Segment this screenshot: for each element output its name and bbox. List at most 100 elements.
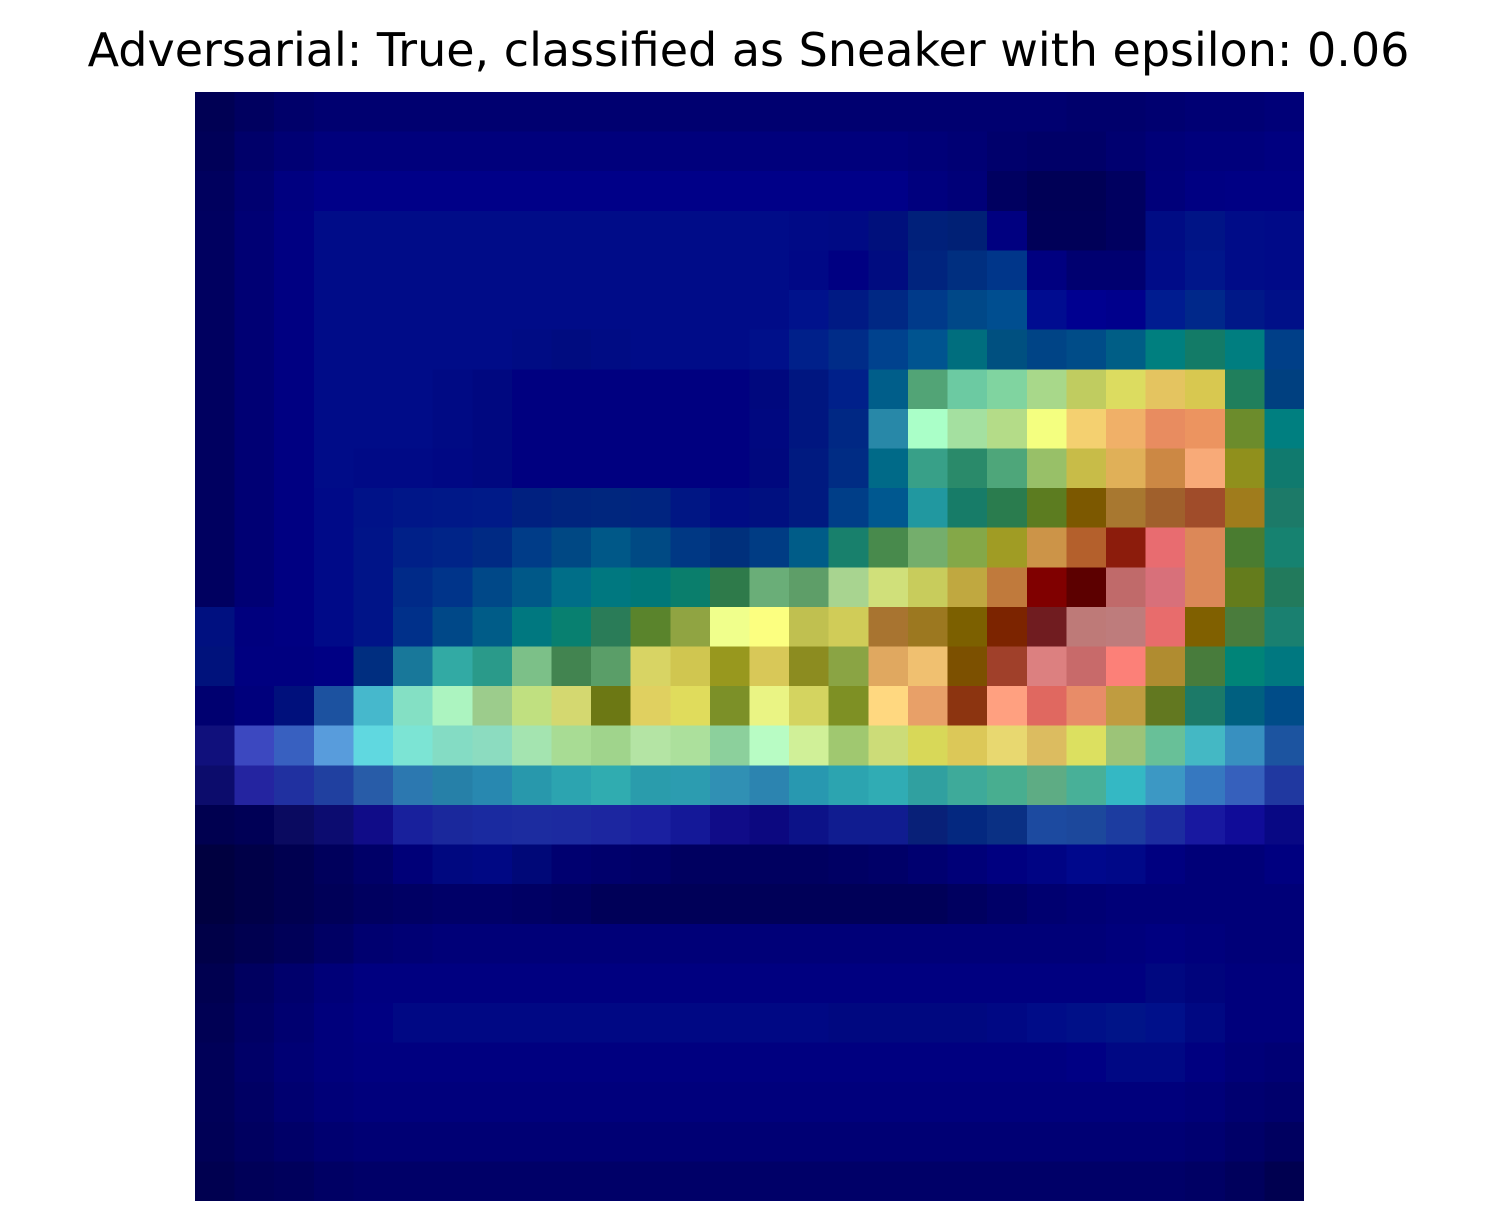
pixel-cell (630, 1161, 672, 1201)
pixel-cell (670, 527, 711, 569)
pixel-cell (987, 1042, 1028, 1083)
pixel-cell (1185, 963, 1226, 1004)
pixel-cell (353, 646, 394, 687)
pixel-cell (749, 488, 790, 529)
pixel-cell (749, 290, 790, 331)
pixel-cell (1145, 963, 1186, 1004)
pixel-cell (1066, 567, 1107, 608)
pixel-cell (195, 844, 236, 885)
pixel-cell (709, 884, 751, 925)
pixel-cell (1145, 131, 1186, 173)
pixel-cell (472, 250, 513, 291)
pixel-cell (749, 1121, 790, 1163)
pixel-cell (709, 1161, 751, 1201)
pixel-cell (947, 488, 988, 529)
pixel-cell (947, 765, 988, 806)
pixel-cell (789, 408, 830, 450)
pixel-cell (907, 567, 949, 608)
pixel-cell (789, 290, 830, 331)
pixel-cell (987, 369, 1028, 410)
pixel-cell (907, 1121, 949, 1163)
pixel-cell (591, 844, 632, 885)
pixel-cell (749, 329, 790, 371)
pixel-cell (1145, 686, 1186, 727)
pixel-cell (591, 646, 632, 687)
pixel-cell (1264, 725, 1304, 767)
pixel-cell (393, 369, 434, 410)
pixel-cell (511, 408, 553, 450)
pixel-cell (868, 131, 909, 173)
pixel-cell (432, 804, 474, 846)
pixel-cell (828, 210, 870, 252)
pixel-cell (1105, 567, 1147, 608)
pixel-cell (591, 250, 632, 291)
pixel-cell (511, 686, 553, 727)
pixel-cell (630, 448, 672, 489)
pixel-cell (511, 1082, 553, 1123)
pixel-cell (1224, 92, 1266, 133)
pixel-cell (1105, 765, 1147, 806)
pixel-cell (195, 1161, 236, 1201)
pixel-cell (709, 171, 751, 212)
pixel-cell (630, 606, 672, 648)
pixel-cell (1066, 408, 1107, 450)
pixel-cell (670, 765, 711, 806)
pixel-cell (907, 131, 949, 173)
pixel-cell (1264, 765, 1304, 806)
pixel-cell (591, 963, 632, 1004)
pixel-cell (630, 1121, 672, 1163)
pixel-cell (432, 329, 474, 371)
pixel-cell (511, 290, 553, 331)
pixel-cell (789, 1082, 830, 1123)
pixel-cell (353, 290, 394, 331)
pixel-cell (749, 1082, 790, 1123)
pixel-cell (313, 171, 355, 212)
pixel-cell (907, 1082, 949, 1123)
pixel-cell (591, 329, 632, 371)
pixel-cell (1105, 1002, 1147, 1044)
pixel-cell (907, 329, 949, 371)
pixel-cell (1185, 804, 1226, 846)
pixel-cell (670, 369, 711, 410)
pixel-cell (907, 844, 949, 885)
pixel-cell (195, 527, 236, 569)
pixel-cell (868, 1121, 909, 1163)
pixel-cell (1185, 250, 1226, 291)
pixel-cell (195, 329, 236, 371)
pixel-cell (195, 1002, 236, 1044)
pixel-cell (1264, 1121, 1304, 1163)
pixel-cell (947, 329, 988, 371)
pixel-cell (472, 567, 513, 608)
pixel-cell (511, 646, 553, 687)
pixel-cell (511, 250, 553, 291)
pixel-cell (393, 686, 434, 727)
pixel-cell (709, 131, 751, 173)
pixel-cell (551, 1042, 592, 1083)
pixel-cell (947, 804, 988, 846)
pixel-cell (1185, 210, 1226, 252)
pixel-cell (393, 250, 434, 291)
pixel-cell (1066, 92, 1107, 133)
pixel-cell (1105, 1042, 1147, 1083)
pixel-cell (828, 804, 870, 846)
pixel-cell (828, 1121, 870, 1163)
pixel-cell (195, 1082, 236, 1123)
pixel-cell (234, 448, 276, 489)
pixel-cell (432, 765, 474, 806)
pixel-cell (1224, 606, 1266, 648)
pixel-cell (907, 448, 949, 489)
pixel-cell (868, 92, 909, 133)
pixel-cell (234, 963, 276, 1004)
pixel-cell (947, 210, 988, 252)
pixel-cell (1185, 686, 1226, 727)
pixel-cell (274, 448, 315, 489)
pixel-cell (907, 250, 949, 291)
pixel-cell (789, 606, 830, 648)
pixel-cell (868, 210, 909, 252)
pixel-cell (1066, 210, 1107, 252)
pixel-cell (789, 804, 830, 846)
pixel-cell (393, 329, 434, 371)
pixel-cell (670, 606, 711, 648)
pixel-cell (274, 567, 315, 608)
pixel-cell (234, 131, 276, 173)
